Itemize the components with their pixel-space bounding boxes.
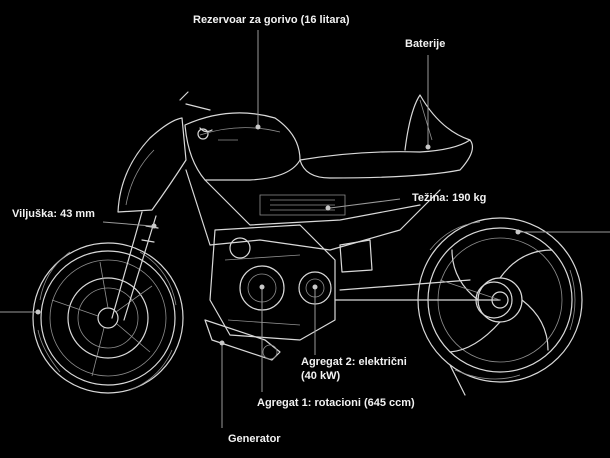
generator	[204, 319, 281, 361]
label-unit-2-line2: (40 kW)	[301, 370, 341, 382]
rear-sprocket	[475, 281, 513, 319]
label-unit-2: Agregat 2: električni (40 kW)	[301, 355, 407, 383]
label-unit-2-line1: Agregat 2: električni	[301, 356, 407, 368]
leader-lines	[0, 30, 610, 428]
label-batteries: Baterije	[405, 38, 446, 50]
frame	[185, 169, 441, 251]
label-unit-1: Agregat 1: rotacioni (645 ccm)	[257, 397, 415, 409]
front-wheel	[32, 242, 184, 394]
label-weight: Težina: 190 kg	[412, 192, 487, 204]
label-fork: Viljuška: 43 mm	[12, 208, 95, 220]
label-generator: Generator	[228, 433, 281, 445]
swingarm	[334, 279, 501, 301]
seat-tail	[299, 94, 473, 179]
kickstand	[449, 364, 466, 396]
fuel-tank	[184, 112, 301, 181]
label-fuel-tank: Rezervoar za gorivo (16 litara)	[193, 14, 350, 26]
engine-block	[209, 224, 373, 341]
headlight-cowl	[117, 91, 213, 213]
